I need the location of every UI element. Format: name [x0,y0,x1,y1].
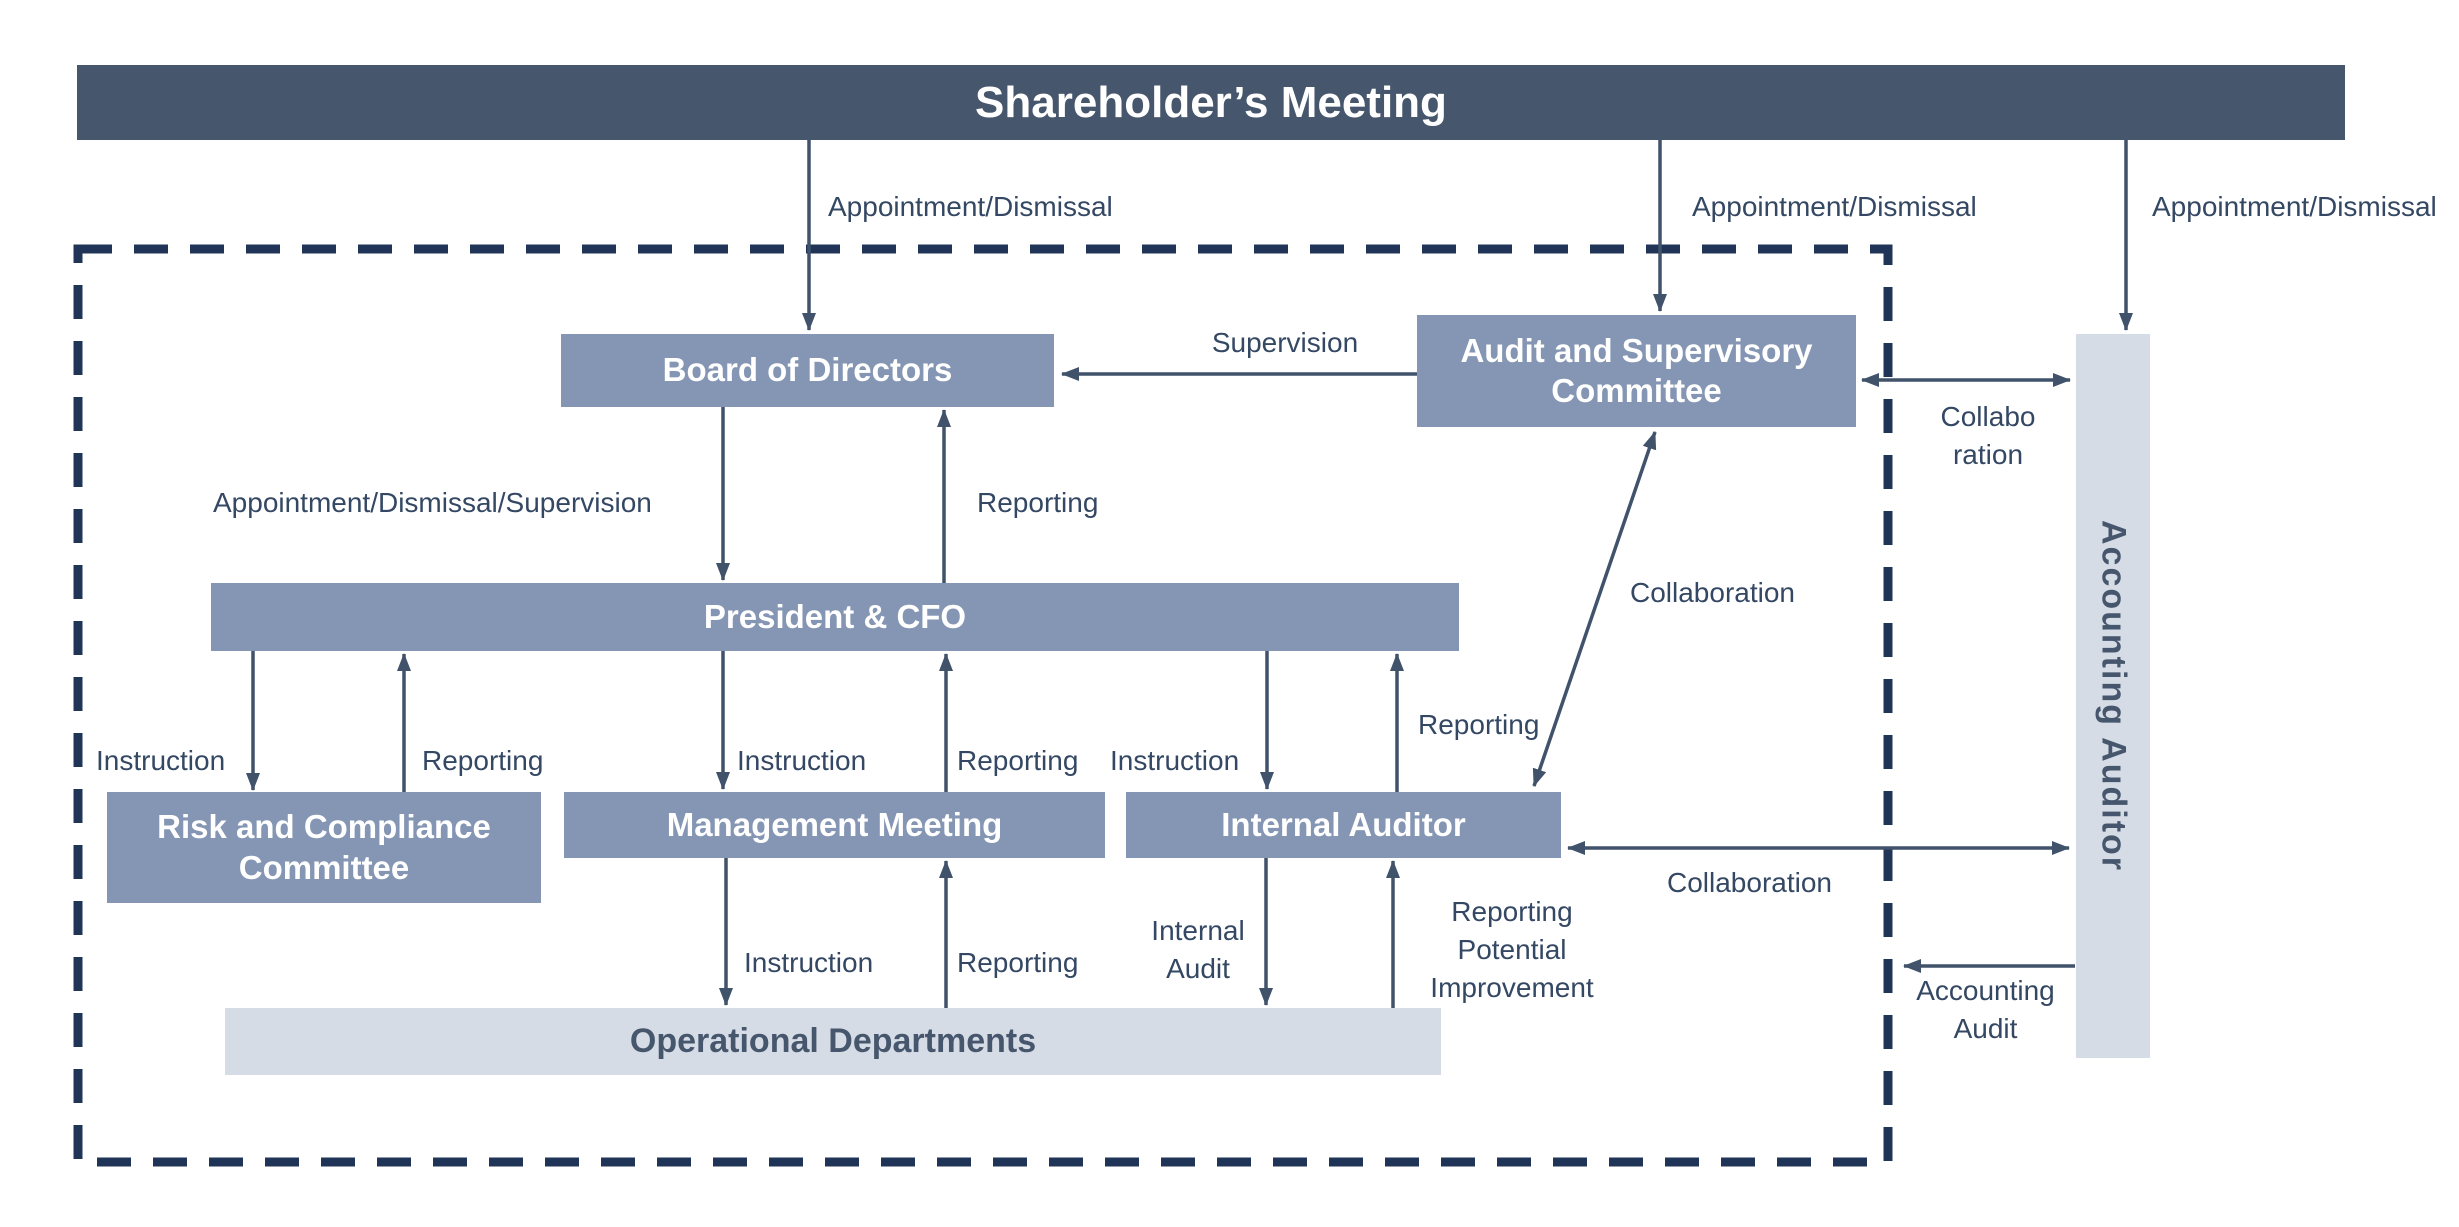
shareholders-meeting-label: Shareholder’s Meeting [975,77,1447,127]
edge-label-reporting-risk: Reporting [422,745,544,776]
president-cfo-label: President & CFO [703,597,967,635]
accounting-auditor-label: Accounting Auditor [2094,519,2133,873]
audit-supervisory-committee-node: Audit and Supervisory Committee [1417,315,1856,427]
edge-label-internal-audit: Internal Audit [1151,915,1245,984]
edge-label-instruction-management: Instruction [737,745,867,776]
board-of-directors-label: Board of Directors [662,351,953,389]
audit-supervisory-committee-label: Audit and Supervisory Committee [1460,331,1813,409]
edge-label-appointment-dismissal-supervision: Appointment/Dismissal/Supervision [213,487,652,518]
operational-departments-label: Operational Departments [629,1021,1037,1060]
edge-label-reporting-internal: Reporting [1418,709,1540,740]
edge-label-reporting-management: Reporting [957,745,1079,776]
shareholders-meeting-node: Shareholder’s Meeting [77,65,2345,140]
management-meeting-node: Management Meeting [564,792,1105,858]
risk-compliance-committee-label: Risk and Compliance Committee [157,808,491,886]
connector-collaboration-internal-audit-committee [1532,431,1657,787]
operational-departments-node: Operational Departments [225,1008,1441,1075]
president-cfo-node: President & CFO [211,583,1459,651]
edge-label-appointment-dismissal-accounting: Appointment/Dismissal [2152,191,2437,222]
internal-auditor-node: Internal Auditor [1126,792,1561,858]
edge-label-collaboration-audit-accounting: Collabo ration [1940,401,2036,470]
edge-label-instruction-operational: Instruction [744,947,874,978]
edge-label-reporting-potential-improvement: Reporting Potential Improvement [1430,896,1594,1003]
accounting-auditor-node: Accounting Auditor [2076,334,2150,1058]
edge-label-supervision: Supervision [1211,327,1359,358]
edge-label-reporting-president-board: Reporting [977,487,1099,518]
risk-compliance-committee-node: Risk and Compliance Committee [107,792,541,903]
edge-label-collaboration-internal-accounting: Collaboration [1667,867,1832,898]
edge-label-reporting-operational: Reporting [957,947,1079,978]
edge-label-collaboration-internal-audit-committee: Collaboration [1630,577,1795,608]
internal-auditor-label: Internal Auditor [1221,805,1466,843]
edge-label-appointment-dismissal-board: Appointment/Dismissal [828,191,1113,222]
edge-label-instruction-risk: Instruction [96,745,226,776]
internal-control-boundary [73,244,1893,1167]
edge-label-instruction-internal: Instruction [1110,745,1240,776]
edge-label-accounting-audit: Accounting Audit [1916,975,2055,1044]
edge-label-appointment-dismissal-audit: Appointment/Dismissal [1692,191,1977,222]
board-of-directors-node: Board of Directors [561,334,1054,407]
management-meeting-label: Management Meeting [666,805,1003,843]
